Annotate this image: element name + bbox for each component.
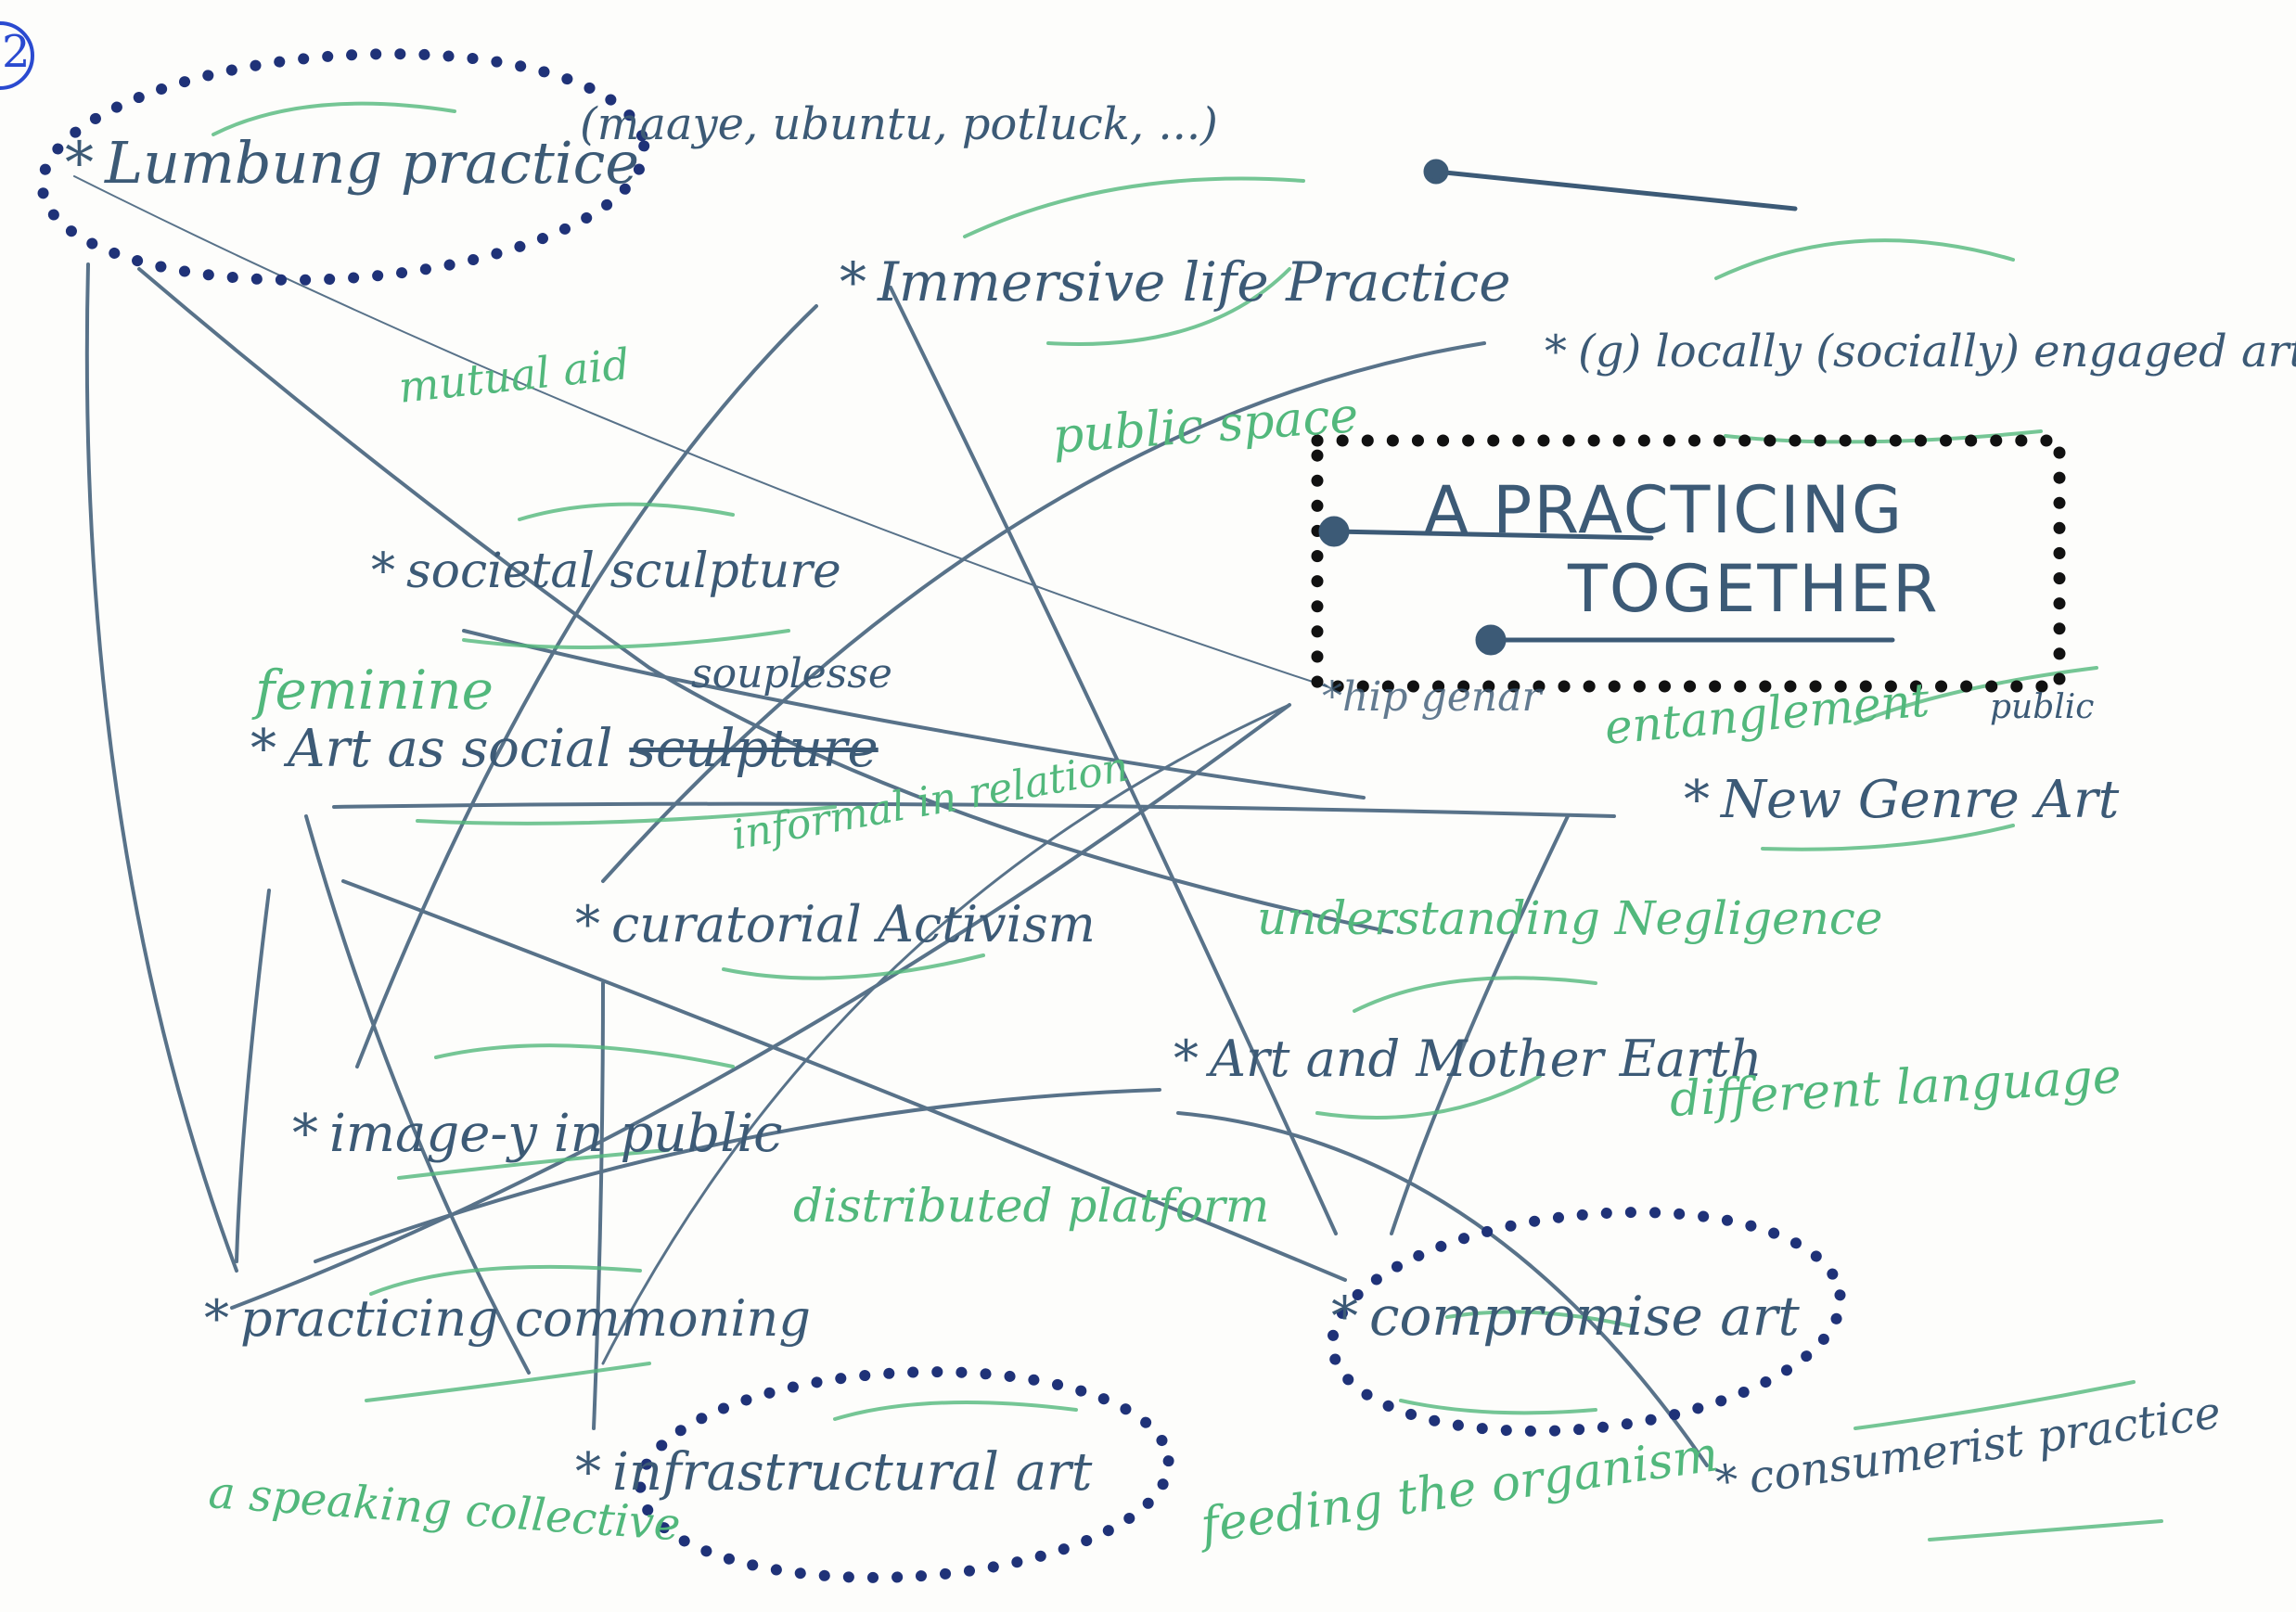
title-line-2: TOGETHER [1568,551,1940,627]
asterisk-icon: * [1684,770,1710,830]
term-new-genre-text: New Genre Art [1721,770,2120,830]
term-societal-text: societal sculpture [406,544,841,599]
term-immersive: *Immersive life Practice [840,255,1511,309]
term-lumbung: *Lumbung practice [65,134,639,192]
term-infrastructural: *infrastructural art [575,1447,1092,1499]
asterisk-icon: * [204,1289,229,1348]
green-feminine: feminine [255,659,494,722]
asterisk-icon: * [1174,1030,1199,1088]
term-societal: *societal sculpture [371,547,841,595]
asterisk-icon: * [575,1442,601,1503]
term-compromise-text: compromise art [1369,1285,1800,1348]
asterisk-icon: * [371,544,395,599]
compromise-loop [1327,1207,1846,1437]
term-art-social-text: Art as social [288,719,613,779]
asterisk-icon: * [250,719,276,779]
term-curatorial-text: curatorial Activism [611,895,1096,953]
dotted-loops [36,48,1846,1583]
corner-number-mark [0,21,34,90]
term-infrastructural-text: infrastructural art [612,1442,1093,1503]
term-art-mother: *Art and Mother Earth [1174,1034,1763,1084]
asterisk-icon: * [840,250,866,313]
term-locally-text: (g) locally (socially) engaged art [1578,326,2296,377]
asterisk-icon: * [65,129,94,197]
term-curatorial: *curatorial Activism [575,900,1096,950]
term-image-public-text: image-y in public [329,1104,783,1164]
term-souplesse: souplesse [691,650,892,697]
title-box [1311,434,2066,693]
term-art-social: *Art as social sculpture [250,723,879,775]
asterisk-icon: * [575,895,600,953]
term-image-public: *image-y in public [292,1108,782,1160]
green-distributed: distributed platform [793,1179,1270,1233]
term-practicing-commoning: *practicing commoning [204,1294,811,1344]
term-hidden: *hip genar [1322,673,1542,721]
term-public-insert: public [1990,688,2095,726]
infrastructural-loop [635,1366,1174,1583]
term-new-genre: *New Genre Art [1684,774,2119,826]
title-line-1: A PRACTICING [1424,472,1905,548]
green-understanding: understanding Negligence [1257,891,1883,945]
dot-bars [1318,159,1895,656]
term-immersive-text: Immersive life Practice [878,250,1511,313]
term-art-mother-text: Art and Mother Earth [1210,1030,1763,1088]
lumbung-loop [36,48,650,286]
corner-number: 2 [2,26,31,78]
term-sculpture-struck: sculpture [629,719,879,779]
term-lumbung-text: Lumbung practice [105,129,640,197]
asterisk-icon: * [292,1104,318,1164]
asterisk-icon: * [1331,1285,1358,1348]
term-lumbung-note: (maaye, ubuntu, potluck, ...) [580,98,1218,150]
term-compromise: *compromise art [1331,1289,1800,1343]
term-practicing-commoning-text: practicing commoning [240,1289,811,1348]
term-locally: *(g) locally (socially) engaged art [1545,329,2296,374]
asterisk-icon: * [1545,326,1567,377]
